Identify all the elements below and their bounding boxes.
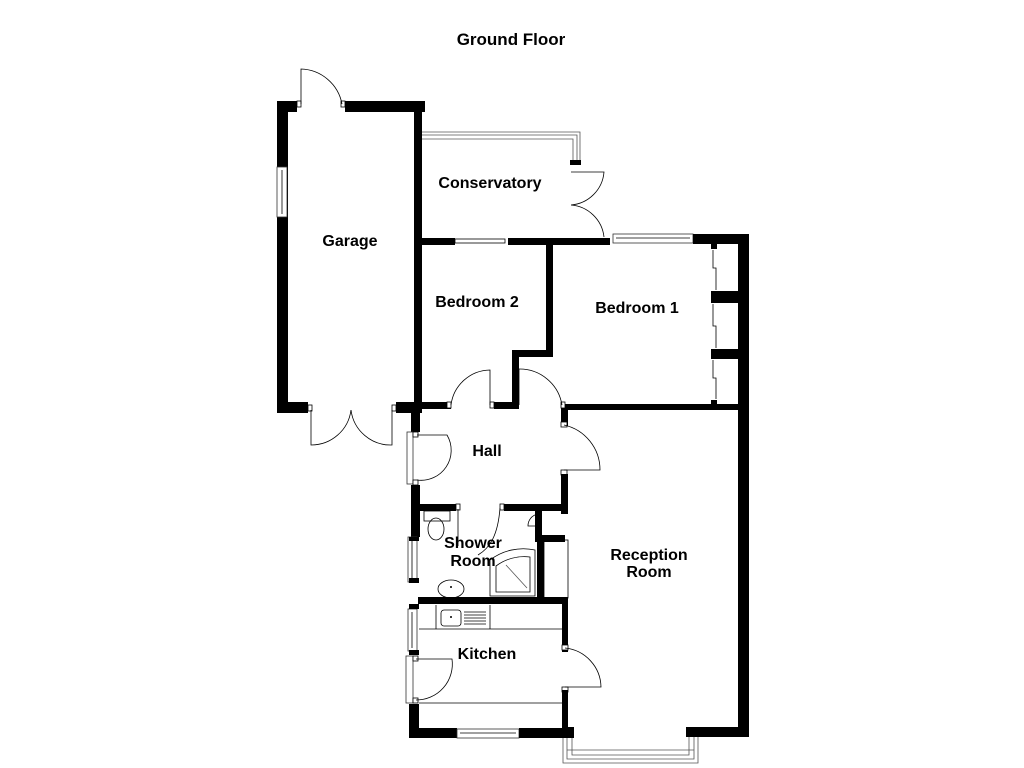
room-label-garage: Garage [322,233,377,250]
conservatory: Conservatory [422,131,605,238]
room-label-bedroom-2: Bedroom 2 [435,294,519,311]
bedroom-walls: Bedroom 2 Bedroom 1 [400,233,749,729]
room-label-shower-room-1: Shower [444,535,502,552]
room-label-reception-room-2: Room [626,564,671,581]
garage: Garage [276,68,425,446]
shower-room: Shower Room [407,508,568,604]
room-label-kitchen: Kitchen [458,646,517,663]
room-label-hall: Hall [472,443,501,460]
reception-room: Reception Room [543,539,749,764]
floor-title: Ground Floor [457,30,566,49]
room-label-bedroom-1: Bedroom 1 [595,300,679,317]
room-label-reception-room-1: Reception [610,547,687,564]
room-label-shower-room-2: Room [450,553,495,570]
kitchen: Kitchen [405,604,574,739]
hall: Hall [406,402,601,556]
room-label-conservatory: Conservatory [438,175,541,192]
